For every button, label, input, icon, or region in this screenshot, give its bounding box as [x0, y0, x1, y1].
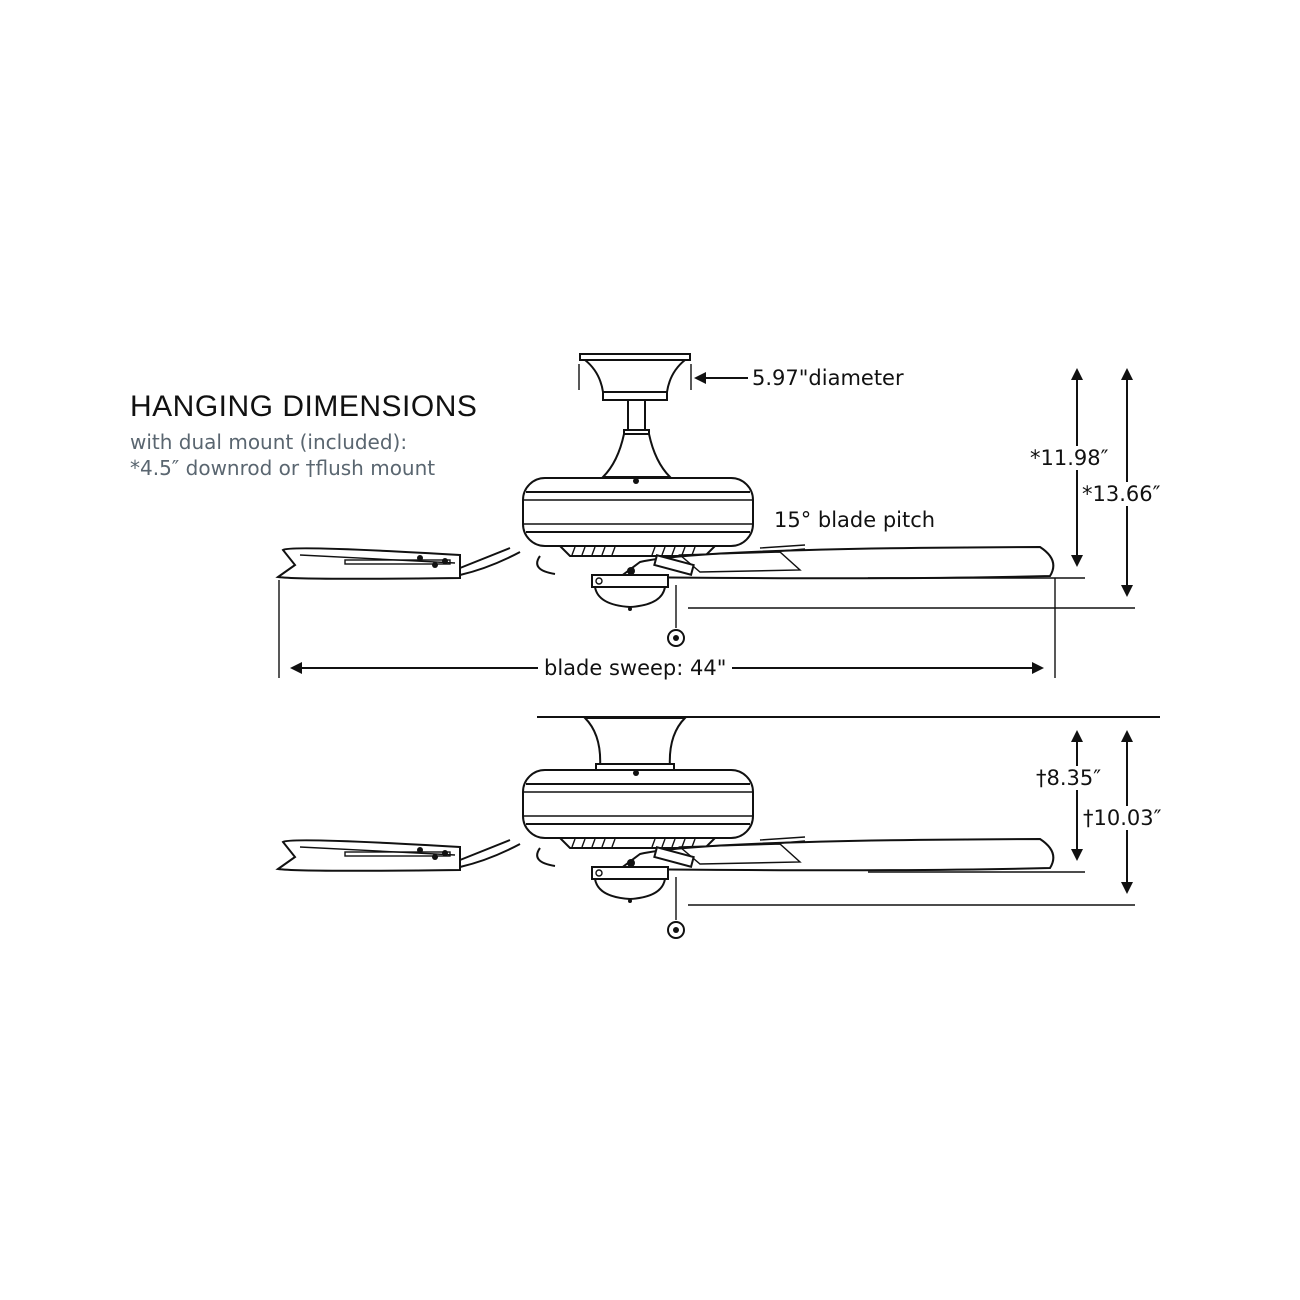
blade-pitch-label: 15° blade pitch [774, 508, 936, 532]
mount-subtitle: with dual mount (included): [130, 430, 408, 454]
blade-sweep-label: blade sweep: 44" [538, 656, 733, 680]
flush-overall-height-label: †10.03″ [1083, 806, 1162, 830]
mount-options: *4.5″ downrod or †flush mount [130, 456, 436, 480]
canopy-diameter-label: 5.97"diameter [752, 366, 904, 390]
fan-flush-drawing [277, 717, 1055, 939]
downrod-overall-height-label: *13.66″ [1082, 482, 1161, 506]
flush-blade-height-label: †8.35″ [1036, 766, 1102, 790]
diagram-title: HANGING DIMENSIONS [130, 390, 478, 423]
fan-downrod-drawing [277, 353, 1055, 647]
downrod-blade-height-label: *11.98″ [1030, 446, 1109, 470]
